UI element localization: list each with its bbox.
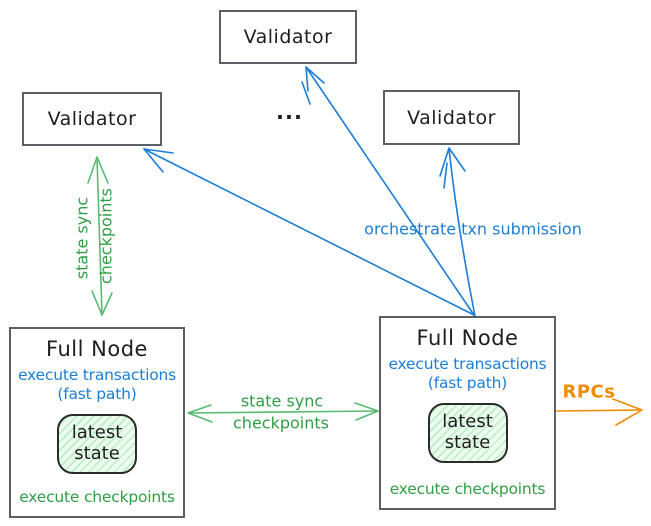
more-validators-ellipsis: ... xyxy=(276,100,303,124)
full-node-left-execute-checkpoints: execute checkpoints xyxy=(19,488,175,506)
full-node-left-fast-path: (fast path) xyxy=(57,385,137,404)
full-node-left-latest-state: latest state xyxy=(57,413,137,474)
validator-top-box: Validator xyxy=(219,10,357,64)
latest-state-line2: state xyxy=(444,431,491,453)
validator-right-box: Validator xyxy=(383,90,520,145)
full-node-right-box: Full Node execute transactions (fast pat… xyxy=(379,316,556,510)
validator-left-box: Validator xyxy=(22,92,162,146)
full-node-left-box: Full Node execute transactions (fast pat… xyxy=(9,327,185,518)
full-node-right-title: Full Node xyxy=(416,326,519,350)
validator-left-label: Validator xyxy=(47,108,137,130)
arrow-rpcs xyxy=(556,398,643,426)
full-node-right-execute-checkpoints: execute checkpoints xyxy=(389,480,546,498)
full-node-right-latest-state: latest state xyxy=(427,402,508,463)
full-node-right-execute-transactions: execute transactions xyxy=(388,355,547,373)
validator-top-label: Validator xyxy=(243,26,333,48)
vertical-checkpoints-label: checkpoints xyxy=(96,188,116,284)
latest-state-line2: state xyxy=(74,442,120,464)
horizontal-state-sync-label: state sync xyxy=(240,391,324,411)
latest-state-line1: latest xyxy=(442,411,493,433)
orchestrate-txn-submission-label: orchestrate txn submission xyxy=(364,219,582,239)
full-node-left-execute-transactions: execute transactions xyxy=(17,366,177,384)
rpcs-label: RPCs xyxy=(562,381,616,403)
full-node-right-fast-path: (fast path) xyxy=(427,374,508,393)
validator-right-label: Validator xyxy=(407,106,496,129)
latest-state-line1: latest xyxy=(71,422,123,444)
horizontal-checkpoints-label: checkpoints xyxy=(233,413,329,433)
vertical-state-sync-label: state sync xyxy=(72,196,92,280)
full-node-left-title: Full Node xyxy=(46,337,148,361)
